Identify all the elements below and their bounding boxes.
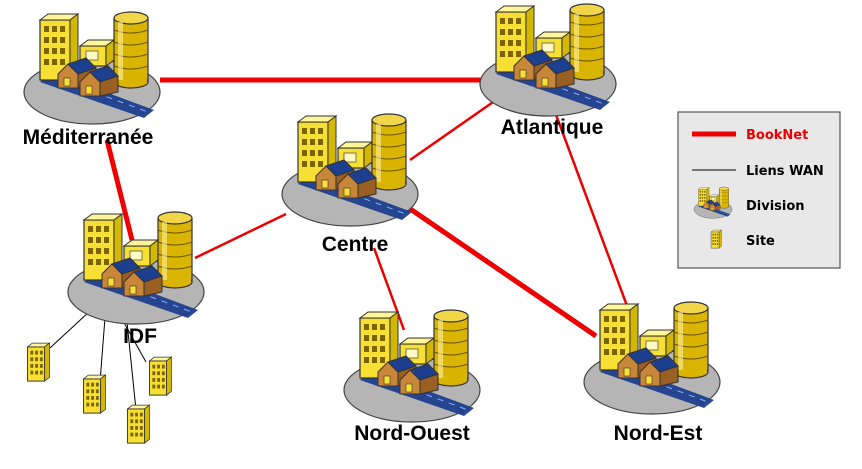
site-icon-site-2[interactable] (83, 374, 106, 414)
division-icon (23, 11, 161, 125)
booknet-link-atlantique-nord-est (553, 111, 638, 331)
node-label-nord-est: Nord-Est (614, 422, 703, 445)
division-node-mediterranee[interactable]: Méditerranée (23, 11, 161, 149)
wan-link-idf-site-4 (125, 311, 137, 411)
legend-site-label: Site (746, 234, 775, 249)
division-icon (583, 301, 721, 415)
legend-booknet-label: BookNet (746, 128, 808, 143)
legend-division-label: Division (746, 199, 805, 214)
division-icon (67, 211, 205, 325)
links-layer (49, 77, 638, 411)
division-icon (479, 3, 617, 117)
site-icon-site-3[interactable] (149, 356, 172, 396)
division-node-nord-est[interactable]: Nord-Est (583, 301, 721, 445)
division-node-nord-ouest[interactable]: Nord-Ouest (343, 309, 481, 445)
site-icon (710, 229, 722, 249)
division-node-atlantique[interactable]: Atlantique (479, 3, 617, 139)
division-node-centre[interactable]: Centre (281, 113, 419, 256)
legend: BookNet Liens WAN Division Site (677, 111, 841, 269)
division-node-idf[interactable]: IDF (67, 211, 205, 348)
booknet-link-centre-nord-est (398, 199, 598, 339)
booknet-link-centre-atlantique (409, 98, 497, 162)
site-icon-site-4[interactable] (127, 404, 150, 444)
booknet-link-idf-centre (194, 212, 287, 260)
legend-wan-label: Liens WAN (746, 164, 824, 179)
division-icon (281, 113, 419, 227)
booknet-link-mediterranee-idf (104, 139, 135, 241)
division-icon (343, 309, 481, 423)
site-icon-site-1[interactable] (27, 342, 50, 382)
booknet-link-centre-nord-ouest (372, 247, 406, 331)
node-label-centre: Centre (322, 233, 389, 256)
node-label-atlantique: Atlantique (501, 116, 604, 139)
node-label-nord-ouest: Nord-Ouest (354, 422, 470, 445)
node-label-mediterranee: Méditerranée (23, 126, 154, 149)
node-label-idf: IDF (123, 325, 157, 348)
